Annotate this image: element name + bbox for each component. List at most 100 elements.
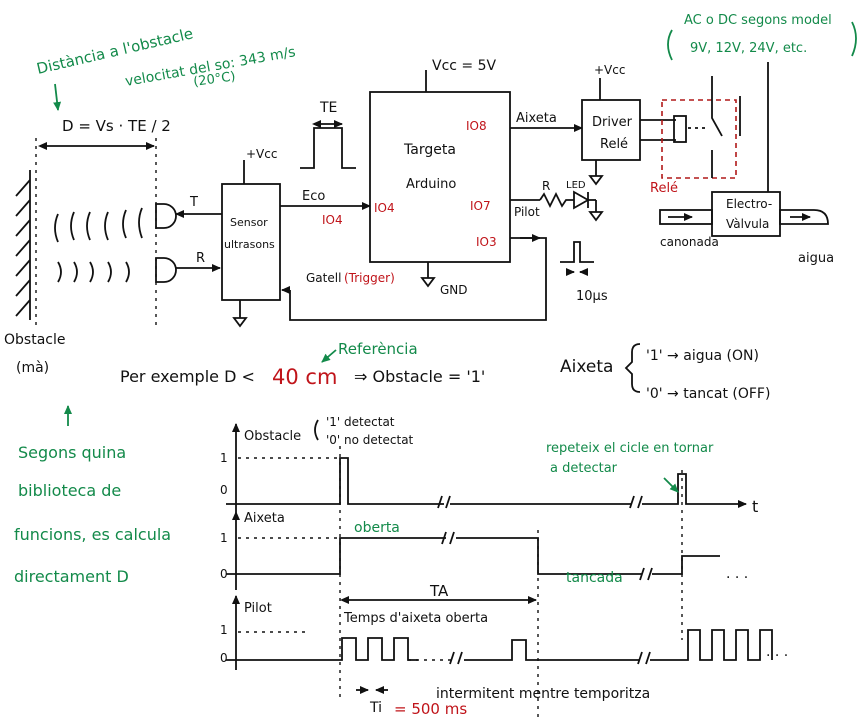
pilot-one: 1 bbox=[220, 623, 228, 637]
io8-label: IO8 bbox=[466, 119, 487, 133]
eco-label: Eco bbox=[302, 189, 325, 204]
repeat-arrow bbox=[663, 477, 679, 493]
r-label: R bbox=[196, 251, 205, 266]
aixeta-brace bbox=[624, 343, 641, 393]
canonada-label: canonada bbox=[660, 235, 719, 249]
sensor-block: Sensor ultrasons +Vcc bbox=[221, 147, 281, 328]
io4-wire-label: IO4 bbox=[322, 213, 343, 227]
board-line2: Arduino bbox=[406, 177, 456, 192]
break-3 bbox=[441, 531, 455, 545]
trigger-pulse: 10µs bbox=[560, 241, 608, 304]
driver-line2: Relé bbox=[600, 137, 628, 152]
te-pulse: TE bbox=[300, 100, 356, 169]
board-vcc: Vcc = 5V bbox=[432, 58, 497, 74]
distance-formula: D = Vs · TE / 2 bbox=[62, 117, 171, 135]
relay-contact bbox=[711, 96, 723, 178]
ac-dc-line1: AC o DC segons model bbox=[684, 13, 832, 28]
aigua-label: aigua bbox=[798, 251, 834, 266]
obstacle-trace-3 bbox=[642, 473, 747, 508]
ti-value: = 500 ms bbox=[394, 700, 467, 718]
ac-dc-line2: 9V, 12V, 24V, etc. bbox=[690, 41, 807, 56]
threshold-value: 40 cm bbox=[272, 365, 337, 389]
rele-label: Relé bbox=[650, 181, 678, 196]
sensor-line1: Sensor bbox=[230, 216, 268, 229]
timing-diagram: Obstacle '1' detectat '0' no detectat 1 … bbox=[220, 415, 788, 720]
on-line: '1' → aigua (ON) bbox=[646, 348, 759, 364]
io4-in-label: IO4 bbox=[374, 201, 395, 215]
side-line2: biblioteca de bbox=[18, 481, 121, 500]
side-line1: Segons quina bbox=[18, 443, 126, 462]
tancada-label: tancada bbox=[566, 570, 623, 586]
break-2 bbox=[629, 495, 643, 509]
off-line: '0' → tancat (OFF) bbox=[646, 386, 770, 402]
io7-label: IO7 bbox=[470, 199, 491, 213]
r-res-label: R bbox=[542, 179, 550, 193]
intermitent-label: intermitent mentre temporitza bbox=[436, 686, 650, 702]
sensor-line2: ultrasons bbox=[224, 238, 275, 251]
driver-line1: Driver bbox=[592, 115, 633, 130]
repeat-line1: repeteix el cicle en tornar bbox=[546, 441, 714, 456]
example-section: Per exemple D < 40 cm ⇒ Obstacle = '1' R… bbox=[120, 340, 770, 402]
obstacle-trace-label: Obstacle bbox=[244, 429, 301, 444]
sound-waves bbox=[54, 207, 143, 283]
io3-label: IO3 bbox=[476, 235, 497, 249]
valve-block: Electro- Vàlvula canonada aigua bbox=[659, 191, 834, 266]
sound-temp-label: (20°C) bbox=[192, 69, 236, 90]
break-6 bbox=[637, 651, 651, 665]
led-label: LED bbox=[566, 180, 586, 191]
t-label: T bbox=[189, 195, 198, 210]
obstacle-trace-1 bbox=[226, 457, 444, 505]
referencia-label: Referència bbox=[338, 340, 418, 358]
board-line1: Targeta bbox=[403, 142, 456, 158]
detected-text: '1' detectat bbox=[326, 415, 395, 429]
valve-line1: Electro- bbox=[726, 197, 772, 211]
aixeta-trace-label: Aixeta bbox=[244, 511, 285, 526]
transmitter-transducer bbox=[155, 203, 177, 229]
aixeta-label: Aixeta bbox=[560, 357, 613, 377]
obstacle-label: Obstacle bbox=[4, 332, 65, 348]
pilot-led: R LED Pilot bbox=[510, 179, 604, 222]
aixeta-wire-label: Aixeta bbox=[516, 111, 557, 126]
not-detected-text: '0' no detectat bbox=[326, 433, 414, 447]
sensor-vcc: +Vcc bbox=[246, 147, 277, 161]
repeat-line2: a detectar bbox=[550, 461, 618, 476]
side-line4: directament D bbox=[14, 567, 129, 586]
break-5 bbox=[449, 651, 463, 665]
pilot-zero: 0 bbox=[220, 651, 228, 665]
temps-oberta-label: Temps d'aixeta oberta bbox=[343, 611, 488, 626]
pulse-label: 10µs bbox=[576, 289, 608, 304]
driver-vcc: +Vcc bbox=[594, 63, 625, 77]
obstacle-zero: 0 bbox=[220, 483, 228, 497]
aixeta-zero: 0 bbox=[220, 567, 228, 581]
oberta-label: oberta bbox=[354, 520, 400, 536]
example-result: ⇒ Obstacle = '1' bbox=[354, 367, 485, 386]
pilot-trace-2 bbox=[464, 639, 640, 661]
pilot-ellipsis: . . . bbox=[766, 644, 788, 660]
t-axis-label: t bbox=[752, 497, 758, 516]
referencia-arrow bbox=[321, 349, 337, 363]
relay-coil bbox=[673, 115, 687, 143]
break-4 bbox=[639, 567, 653, 581]
aixeta-trace-2 bbox=[456, 537, 642, 575]
relay-box bbox=[661, 99, 737, 179]
board-gnd: GND bbox=[440, 283, 468, 297]
valve-line2: Vàlvula bbox=[726, 217, 769, 231]
detected-brace bbox=[314, 419, 319, 441]
label-arrow bbox=[53, 83, 62, 111]
example-prefix: Per exemple D < bbox=[120, 367, 255, 386]
break-1 bbox=[437, 495, 451, 509]
pilot-trace-3 bbox=[650, 629, 773, 661]
pilot-trace-1 bbox=[226, 637, 418, 661]
obstacle-sub: (mà) bbox=[16, 360, 49, 376]
arduino-board: Vcc = 5V Targeta Arduino IO8 IO7 IO3 IO4… bbox=[369, 58, 511, 297]
aixeta-ellipsis: . . . bbox=[726, 566, 748, 582]
supply-note: AC o DC segons model 9V, 12V, 24V, etc. bbox=[667, 13, 857, 192]
side-line3: funcions, es calcula bbox=[14, 525, 171, 544]
aixeta-one: 1 bbox=[220, 531, 228, 545]
pilot-wire-label: Pilot bbox=[514, 205, 540, 219]
ti-label: Ti bbox=[369, 700, 382, 716]
driver-block: Driver Relé +Vcc bbox=[581, 63, 641, 186]
te-label: TE bbox=[319, 100, 337, 116]
aixeta-trace-3 bbox=[652, 555, 720, 575]
